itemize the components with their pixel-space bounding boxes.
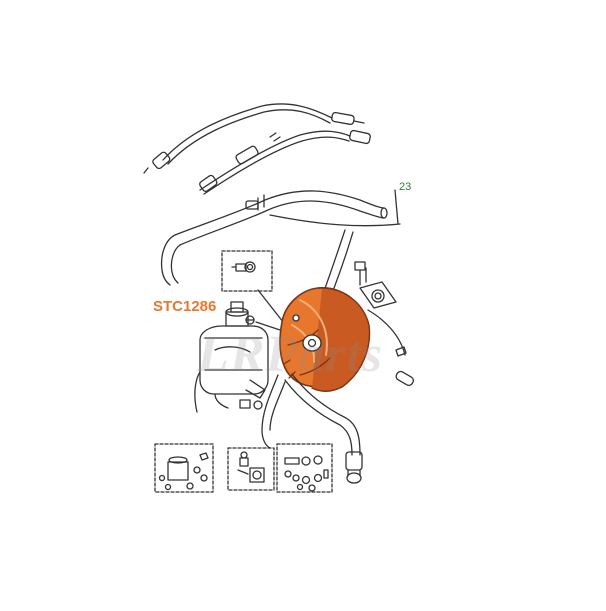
detail-box-valve [227, 447, 275, 491]
union-fitting-detail [221, 250, 273, 292]
reservoir-outlet [214, 393, 229, 409]
mid-vacuum-hose [160, 190, 388, 286]
servo-gasket-plate [354, 261, 406, 356]
leader-tick-23 [394, 189, 399, 225]
nut-small [245, 315, 255, 325]
leader-line-23 [269, 214, 401, 227]
lower-vacuum-hose [284, 373, 363, 484]
detail-box-reservoir [154, 443, 214, 493]
fluid-reservoir [199, 301, 269, 410]
return-hose-loop [261, 374, 286, 449]
reservoir-feed-line [194, 371, 201, 413]
upper-hose-assembly [143, 103, 371, 195]
reference-number-callout: 23 [399, 181, 412, 193]
brake-servo-booster [279, 287, 371, 392]
watermark-text: LRParts [197, 326, 384, 383]
right-pushrod-pin [395, 346, 414, 387]
detail-box-fittings [276, 443, 333, 493]
part-number-callout: STC1286 [153, 298, 217, 315]
